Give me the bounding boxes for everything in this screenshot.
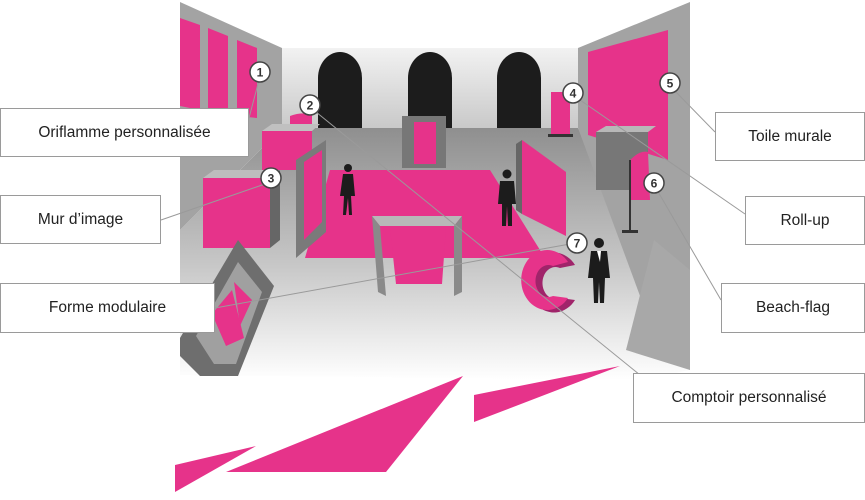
svg-text:7: 7 (574, 237, 581, 251)
svg-text:1: 1 (257, 66, 264, 80)
cube-back-left-top (262, 124, 320, 131)
label-toile-murale: Toile murale (715, 112, 865, 161)
letter-c (521, 250, 568, 310)
roll-up-stand (551, 92, 570, 136)
counter-pink-panel (390, 228, 446, 284)
cube-back-right-top (596, 126, 656, 132)
floor-triangle-1 (175, 446, 256, 492)
pink-carpet (305, 170, 545, 258)
image-wall-front (203, 178, 270, 248)
left-wall-banner-1 (180, 18, 200, 110)
modular-shape-pink-2 (234, 282, 252, 326)
angled-panel-right (522, 140, 566, 236)
label-forme-modulaire: Forme modulaire (0, 283, 215, 333)
svg-text:5: 5 (667, 77, 674, 91)
label-comptoir: Comptoir personnalisé (633, 373, 865, 423)
right-front-panel (626, 240, 690, 370)
counter-top (372, 216, 462, 226)
label-mur-image: Mur d’image (0, 195, 161, 244)
marker-1: 1 (249, 61, 271, 83)
svg-text:4: 4 (570, 87, 577, 101)
angled-panel-right-edge (516, 140, 522, 214)
marker-4: 4 (562, 82, 584, 104)
image-wall-side (270, 170, 280, 248)
person-woman (340, 164, 355, 215)
person-man-center (498, 169, 516, 226)
leader-lines (160, 79, 746, 376)
counter-body (372, 216, 462, 296)
marker-6: 6 (643, 172, 665, 194)
modular-shape-pink-1 (212, 290, 244, 346)
left-wall-banner-2 (208, 28, 228, 116)
svg-text:6: 6 (651, 177, 658, 191)
beach-flag-base (622, 230, 638, 233)
roll-up-base (548, 134, 573, 137)
label-beach-flag: Beach-flag (721, 283, 865, 333)
left-wall-banner-3 (237, 40, 257, 118)
center-booth-panel (414, 122, 436, 164)
person-man-front (588, 238, 610, 303)
label-roll-up: Roll-up (745, 196, 865, 245)
floor-triangle-2 (226, 376, 463, 472)
label-oriflamme: Oriflamme personnalisée (0, 108, 249, 157)
svg-text:2: 2 (307, 99, 314, 113)
marker-2: 2 (299, 94, 321, 116)
arch-center (408, 52, 452, 128)
marker-7: 7 (566, 232, 588, 254)
marker-5: 5 (659, 72, 681, 94)
svg-text:3: 3 (268, 172, 275, 186)
arch-right (497, 52, 541, 128)
marker-3: 3 (260, 167, 282, 189)
arch-left (318, 52, 362, 128)
floor-triangle-3 (474, 366, 620, 422)
angled-panel-left-pink (304, 150, 322, 240)
